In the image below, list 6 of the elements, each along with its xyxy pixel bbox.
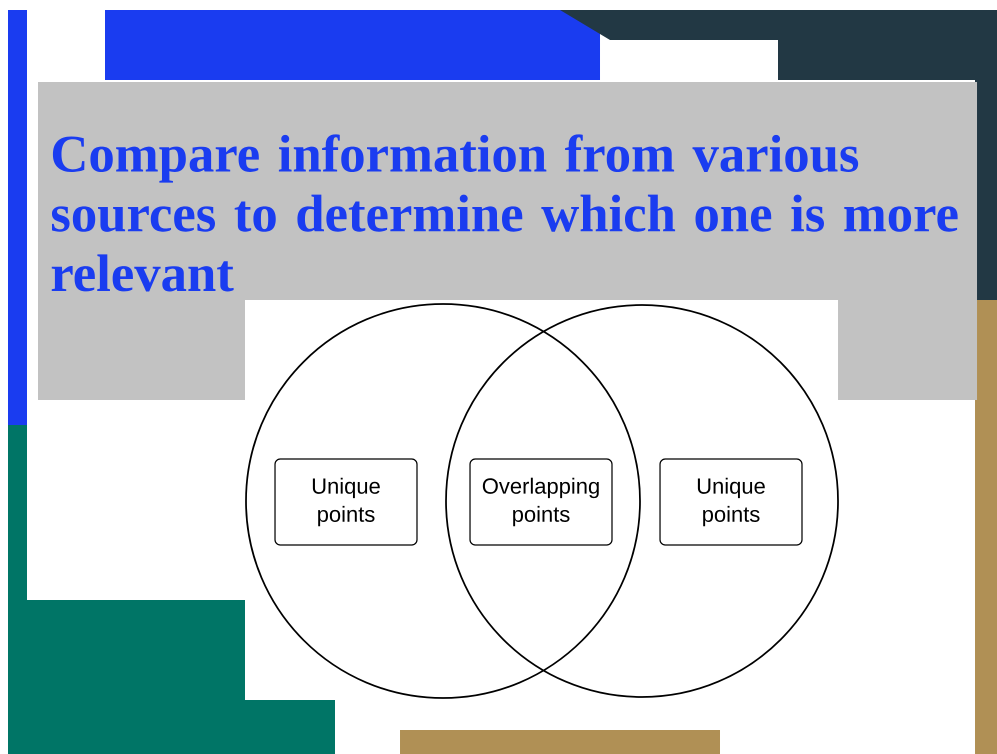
venn-circle xyxy=(445,304,839,698)
text-box: Overlapping points xyxy=(469,458,613,546)
venn-circle xyxy=(245,303,641,699)
title: Compare information from various sources to determine which one is more relevant xyxy=(52,134,958,292)
text-box: Unique points xyxy=(274,458,418,546)
text-box: Unique points xyxy=(659,458,803,546)
